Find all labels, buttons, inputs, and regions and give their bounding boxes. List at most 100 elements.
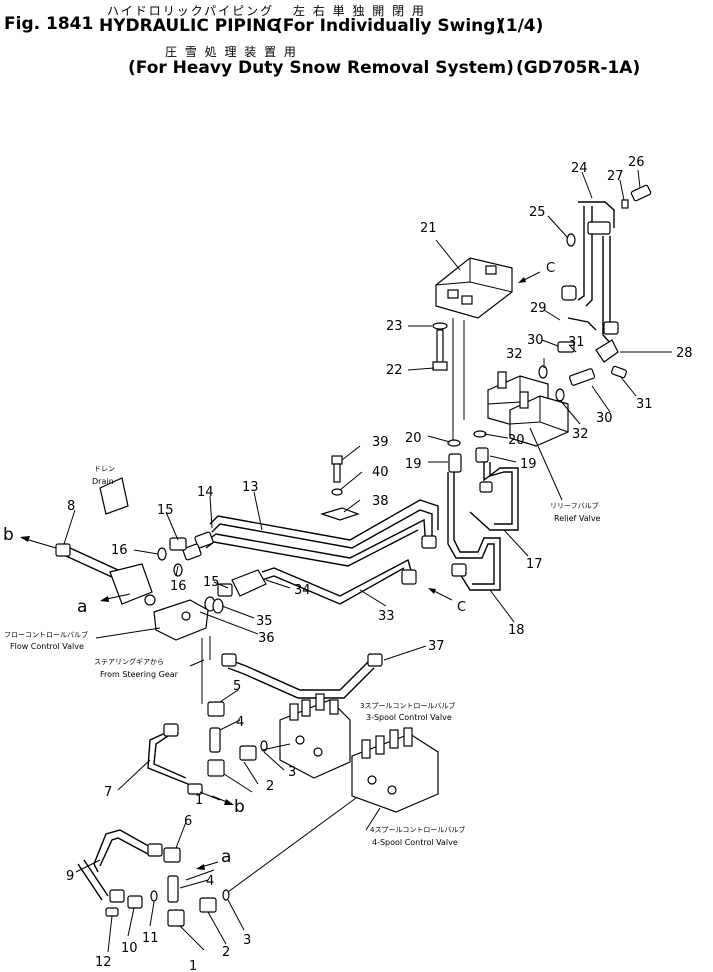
label-37: 37 [428,639,445,654]
label-38: 38 [372,494,389,509]
tee-34 [231,569,267,597]
o-ring-35b [212,598,224,614]
label-12: 12 [95,955,112,970]
label-1b: 1 [189,959,197,972]
connector-24 [587,221,611,235]
label-1: 1 [195,793,203,808]
label-19b: 19 [520,457,537,472]
nut-37-left [221,653,237,667]
elbow-1 [207,759,225,777]
label-2b: 2 [222,945,230,960]
adapter-30 [568,368,596,386]
nut-9b [109,889,125,903]
plug-31 [611,365,627,379]
o-ring-16 [157,547,167,561]
washer-23 [432,322,448,330]
label-6: 6 [184,814,192,829]
drain-label-en: Drain [92,477,114,486]
label-27: 27 [607,169,624,184]
o-ring-16b [173,563,183,577]
label-2: 2 [266,779,274,794]
o-ring-25 [566,233,576,247]
label-7: 7 [104,785,112,800]
washer-27 [621,199,629,209]
nut-9 [147,843,163,857]
label-10: 10 [121,941,138,956]
fitting-19-right [475,447,489,463]
label-35: 35 [256,614,273,629]
drain-fitting [99,477,129,515]
nut-14 [194,531,214,549]
label-5: 5 [233,679,241,694]
label-32b: 32 [572,427,589,442]
nut-18 [451,563,467,577]
label-15b: 15 [203,575,220,590]
page-indicator: (1/4) [498,16,544,36]
label-28: 28 [676,346,693,361]
nut-14b [182,543,202,561]
spool3-label-jp: 3スプールコントロールバルブ [360,701,455,710]
flow-label-en: Flow Control Valve [10,642,84,651]
label-30: 30 [527,333,544,348]
spool4-label-en: 4-Spool Control Valve [372,838,458,847]
relief-label-en: Relief Valve [554,514,601,523]
elbow-28-top [603,321,619,335]
label-31b: 31 [636,397,653,412]
relief-label-jp: リリーフバルブ [550,501,599,510]
adapter-29 [557,341,575,353]
clamp-38 [320,507,360,521]
marker-b-top: b [3,525,14,545]
marker-a-top: a [77,597,87,617]
label-3b: 3 [243,933,251,948]
elbow-33 [401,569,417,585]
label-4b: 4 [206,874,214,889]
label-19: 19 [405,457,422,472]
label-16: 16 [111,543,128,558]
adapter-4b [167,875,179,903]
flow-block [109,563,153,605]
label-33: 33 [378,609,395,624]
label-32: 32 [506,347,523,362]
figure-number: Fig. 1841 [4,14,94,34]
label-36: 36 [258,631,275,646]
label-31: 31 [568,335,585,350]
label-34: 34 [294,583,311,598]
nut-c [561,285,577,301]
subtitle-japanese-2: 圧 雪 処 理 装 置 用 [165,45,298,59]
hose-8-end [55,543,71,557]
elbow-6 [163,847,181,863]
relief-valves [487,371,569,447]
four-spool-control-valve [351,727,439,813]
nut-17 [479,481,493,493]
spool3-label-en: 3-Spool Control Valve [366,713,452,722]
bolt-39 [331,455,343,483]
adapter-2b [199,897,217,913]
o-ring-32-top [538,365,548,379]
label-17: 17 [526,557,543,572]
leader-lines [63,169,672,953]
adapter-2 [239,745,257,761]
elbow-28 [595,339,619,363]
label-26: 26 [628,155,645,170]
subtitle-japanese-1: 左 右 単 独 開 閉 用 [293,4,426,18]
o-ring-11 [150,890,158,902]
nut-13 [421,535,437,549]
spool4-label-jp: 4スプールコントロールバルブ [370,825,465,834]
label-20: 20 [405,431,422,446]
label-22: 22 [386,363,403,378]
label-9: 9 [66,869,74,884]
adapter-10 [127,895,143,909]
label-3: 3 [288,765,296,780]
nut-7 [163,723,179,737]
elbow-5 [207,701,225,717]
o-ring-3b [222,889,230,901]
o-ring-3 [260,740,268,752]
adapter-4 [209,727,221,753]
o-ring-20-left [447,439,461,447]
flow-plug [144,594,156,606]
nut-7b [187,783,203,795]
label-23: 23 [386,319,403,334]
title-english: HYDRAULIC PIPING [99,16,281,36]
